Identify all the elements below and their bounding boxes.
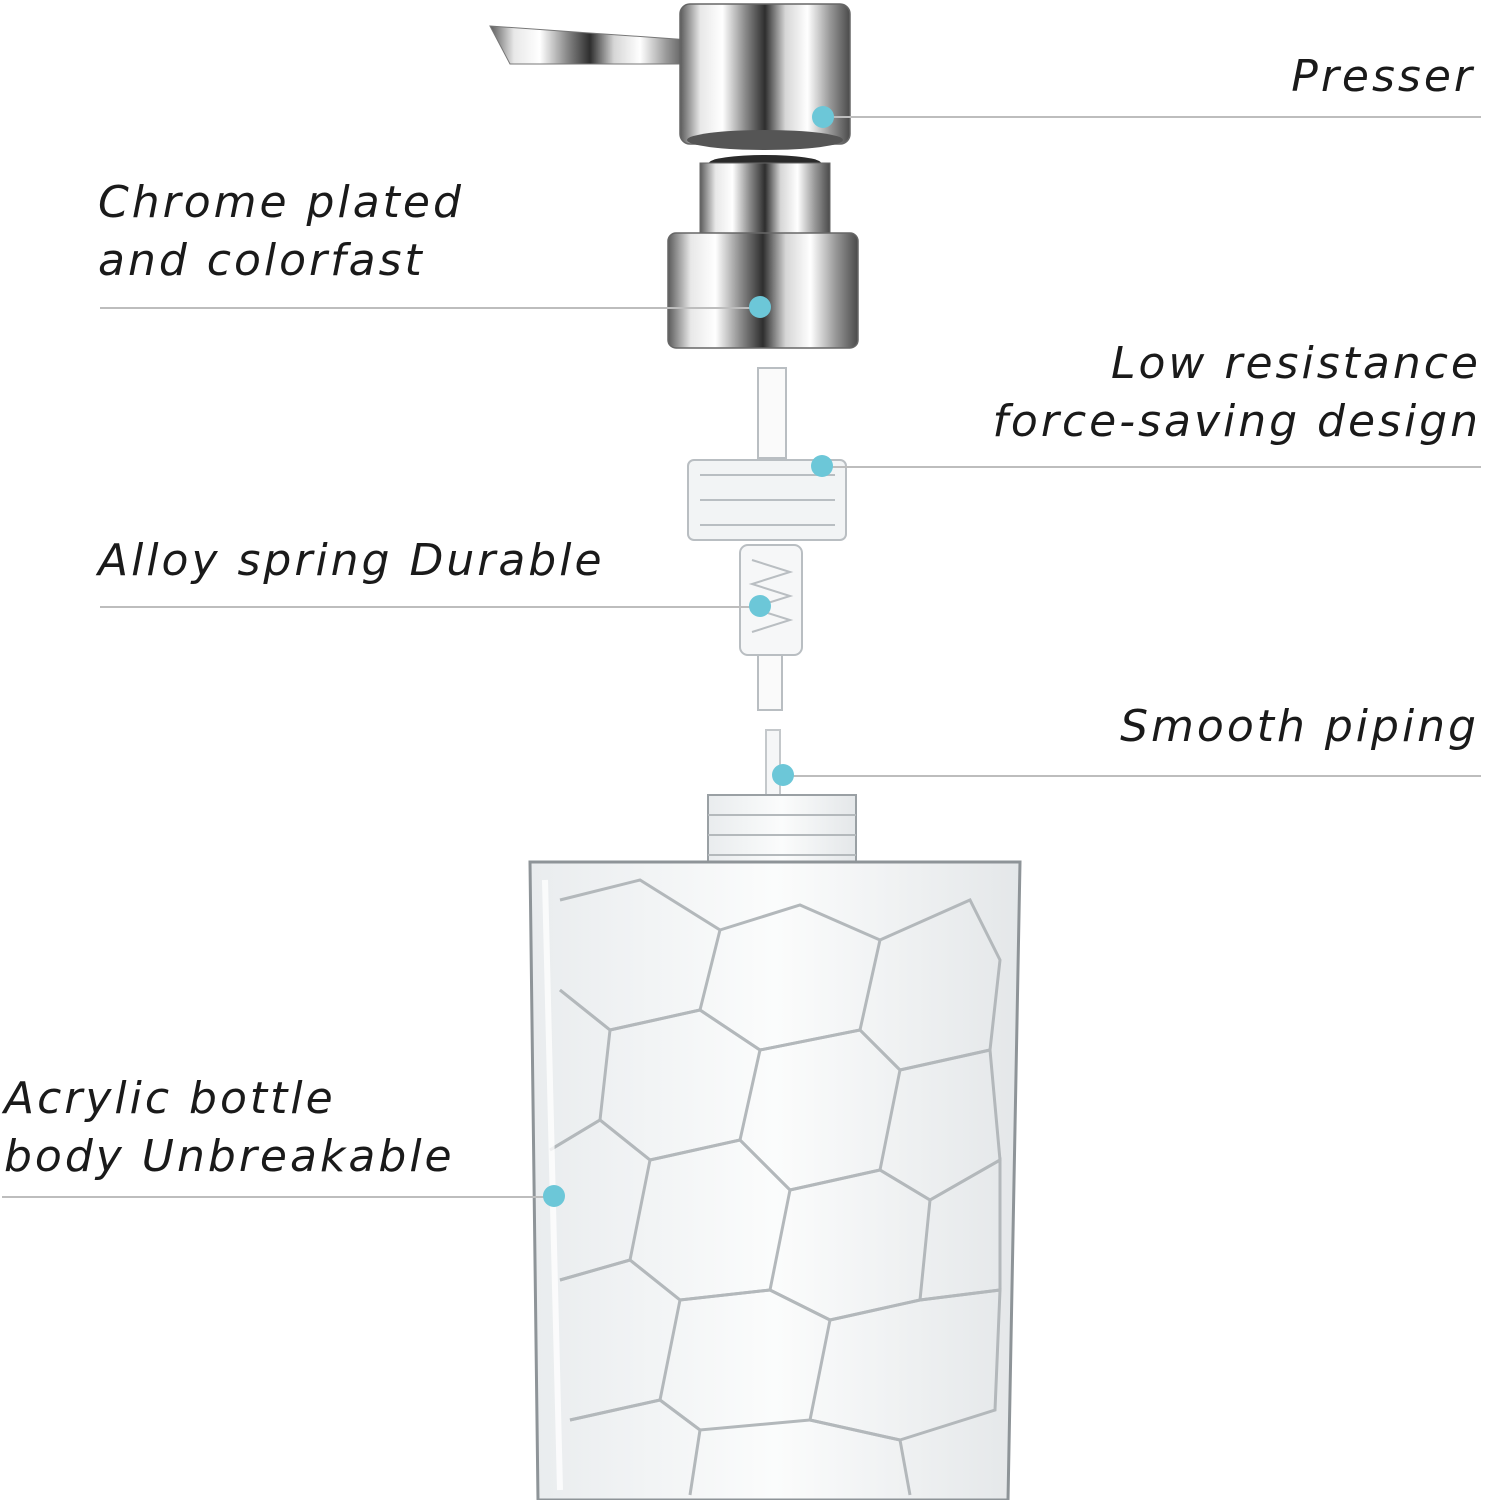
alloy-spring-label: Alloy spring Durable <box>98 535 605 586</box>
chrome-plated-label: Chrome plated and colorfast <box>98 177 464 286</box>
chrome-presser-icon <box>489 3 851 150</box>
acrylic-body-leader-line <box>2 1196 554 1198</box>
presser-marker-dot <box>812 106 834 128</box>
presser-leader-line <box>823 116 1481 118</box>
acrylic-body-label: Acrylic bottle body Unbreakable <box>4 1073 455 1182</box>
low-resistance-leader-line <box>822 466 1481 468</box>
chrome-collar-icon <box>667 155 859 349</box>
low-resistance-label: Low resistance force-saving design <box>992 338 1481 447</box>
acrylic-body-marker-dot <box>543 1185 565 1207</box>
smooth-piping-label: Smooth piping <box>1120 701 1479 752</box>
crackle-acrylic-bottle-icon <box>528 794 1022 1500</box>
smooth-piping-marker-dot <box>772 764 794 786</box>
chrome-leader-line <box>100 307 762 309</box>
chrome-marker-dot <box>749 296 771 318</box>
presser-label: Presser <box>1291 51 1475 102</box>
low-resistance-marker-dot <box>811 455 833 477</box>
clear-pump-spring-icon <box>687 367 847 711</box>
alloy-spring-leader-line <box>100 606 762 608</box>
smooth-piping-leader-line <box>783 775 1481 777</box>
alloy-spring-marker-dot <box>749 595 771 617</box>
